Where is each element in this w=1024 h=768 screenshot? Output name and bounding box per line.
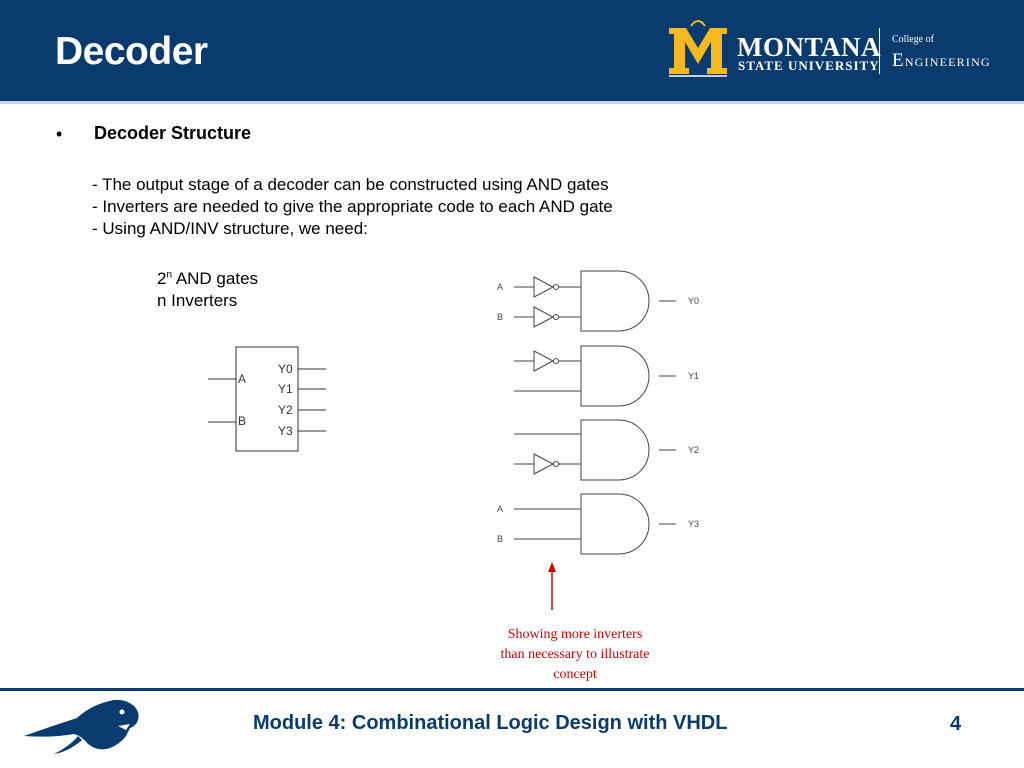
footer-title: Module 4: Combinational Logic Design wit… [253,712,728,734]
decoder-block-labels: A B Y0 Y1 Y2 Y3 [238,362,293,438]
block-output-label: Y0 [278,362,293,376]
inverter-gate [533,276,555,298]
logo-college-text: College of [892,34,934,45]
gate-level-diagram [514,270,676,555]
red-arrow-icon [548,562,556,610]
bullet-point: • [56,124,63,144]
note-line: Showing more inverters [507,627,643,642]
block-output-label: Y2 [278,403,293,417]
gate-output-label: Y2 [688,445,699,455]
page-number: 4 [950,713,962,735]
section-heading: Decoder Structure [94,123,252,143]
block-input-label: B [238,414,246,428]
note-line: than necessary to illustrate [500,647,650,662]
msu-m-logo-icon [669,20,727,77]
logo-divider [879,28,880,74]
block-output-label: Y3 [278,424,293,438]
gate-input-label: A [497,282,503,292]
and-gates-requirement: 2n AND gates [157,269,259,288]
logo-state-text: STATE UNIVERSITY [738,58,880,73]
gate-output-label: Y3 [688,519,699,529]
msu-logo: MONTANA STATE UNIVERSITY College of Engi… [665,20,1015,80]
header-divider [0,101,1024,104]
inverter-gate [533,306,555,328]
bobcat-logo-icon [24,699,139,754]
gate-output-label: Y1 [688,371,699,381]
description-line: - Using AND/INV structure, we need: [92,219,368,238]
description-lines: - The output stage of a decoder can be c… [92,174,613,240]
and-gate [580,493,650,555]
and-gate [580,270,650,332]
and-gate [580,345,650,407]
requirements-list: 2n AND gates n Inverters [157,268,258,312]
inverter-gate [533,350,555,372]
gate-input-label: A [497,504,503,514]
and-gate [580,419,650,481]
block-input-label: A [238,372,246,386]
description-line: - The output stage of a decoder can be c… [92,175,609,194]
note-line: concept [553,667,597,682]
inverters-requirement: n Inverters [157,291,238,310]
slide-title: Decoder [55,30,208,73]
gate-input-label: B [497,534,503,544]
decoder-block [235,346,299,452]
logo-engineering-text: Engineering [892,50,991,71]
inverter-gate [533,453,555,475]
footer-divider [0,688,1024,691]
gate-output-label: Y0 [688,296,699,306]
gate-input-label: B [497,312,503,322]
description-line: - Inverters are needed to give the appro… [92,197,613,216]
header-bar [0,0,1024,101]
block-output-label: Y1 [278,382,293,396]
annotation-note: Showing more inverters than necessary to… [470,625,680,685]
gate-diagram-labels: A B A B Y0 Y1 Y2 Y3 [497,282,699,544]
logo-montana-text: MONTANA [737,32,881,62]
decoder-block-diagram [208,346,326,452]
